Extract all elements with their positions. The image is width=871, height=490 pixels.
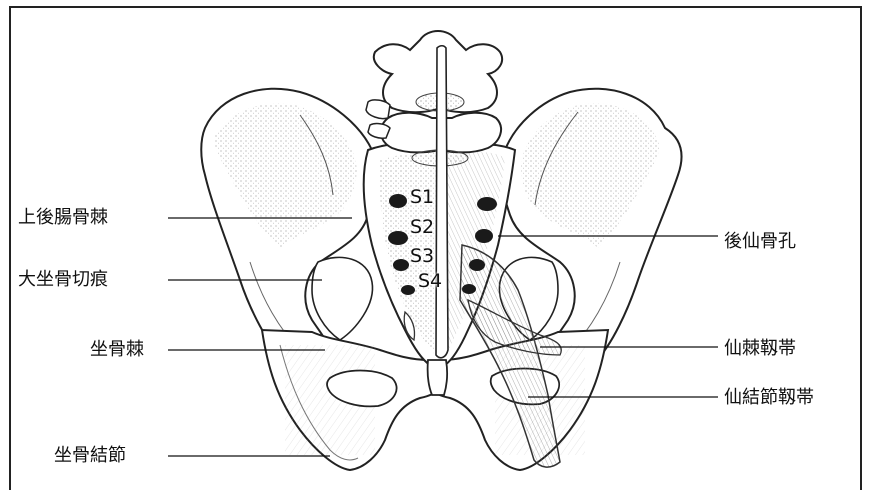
foramen-left-s4 <box>401 285 415 295</box>
label-psis: 上後腸骨棘 <box>18 207 108 229</box>
foramen-left-s3 <box>393 259 409 271</box>
label-sacrospinous-ligament: 仙棘靱帯 <box>724 338 796 360</box>
median-sacral-crest <box>436 46 448 358</box>
foramen-right-s2 <box>475 229 493 243</box>
foramen-right-s3 <box>469 259 485 271</box>
label-ischial-spine: 坐骨棘 <box>90 339 144 361</box>
foramen-right-s4 <box>462 284 476 294</box>
label-greater-sciatic-notch: 大坐骨切痕 <box>18 269 108 291</box>
label-s4: S4 <box>418 270 442 292</box>
label-s3: S3 <box>410 245 434 267</box>
label-ischial-tuberosity: 坐骨結節 <box>54 445 126 467</box>
left-sciatic-notch <box>312 257 372 340</box>
foramen-right-s1 <box>477 197 497 211</box>
foramen-left-s2 <box>388 231 408 245</box>
label-posterior-sacral-foramina: 後仙骨孔 <box>724 231 796 253</box>
coccyx <box>428 360 447 395</box>
label-s2: S2 <box>410 216 434 238</box>
foramen-left-s1 <box>389 194 407 208</box>
label-sacrotuberous-ligament: 仙結節靱帯 <box>724 387 814 409</box>
label-s1: S1 <box>410 186 434 208</box>
